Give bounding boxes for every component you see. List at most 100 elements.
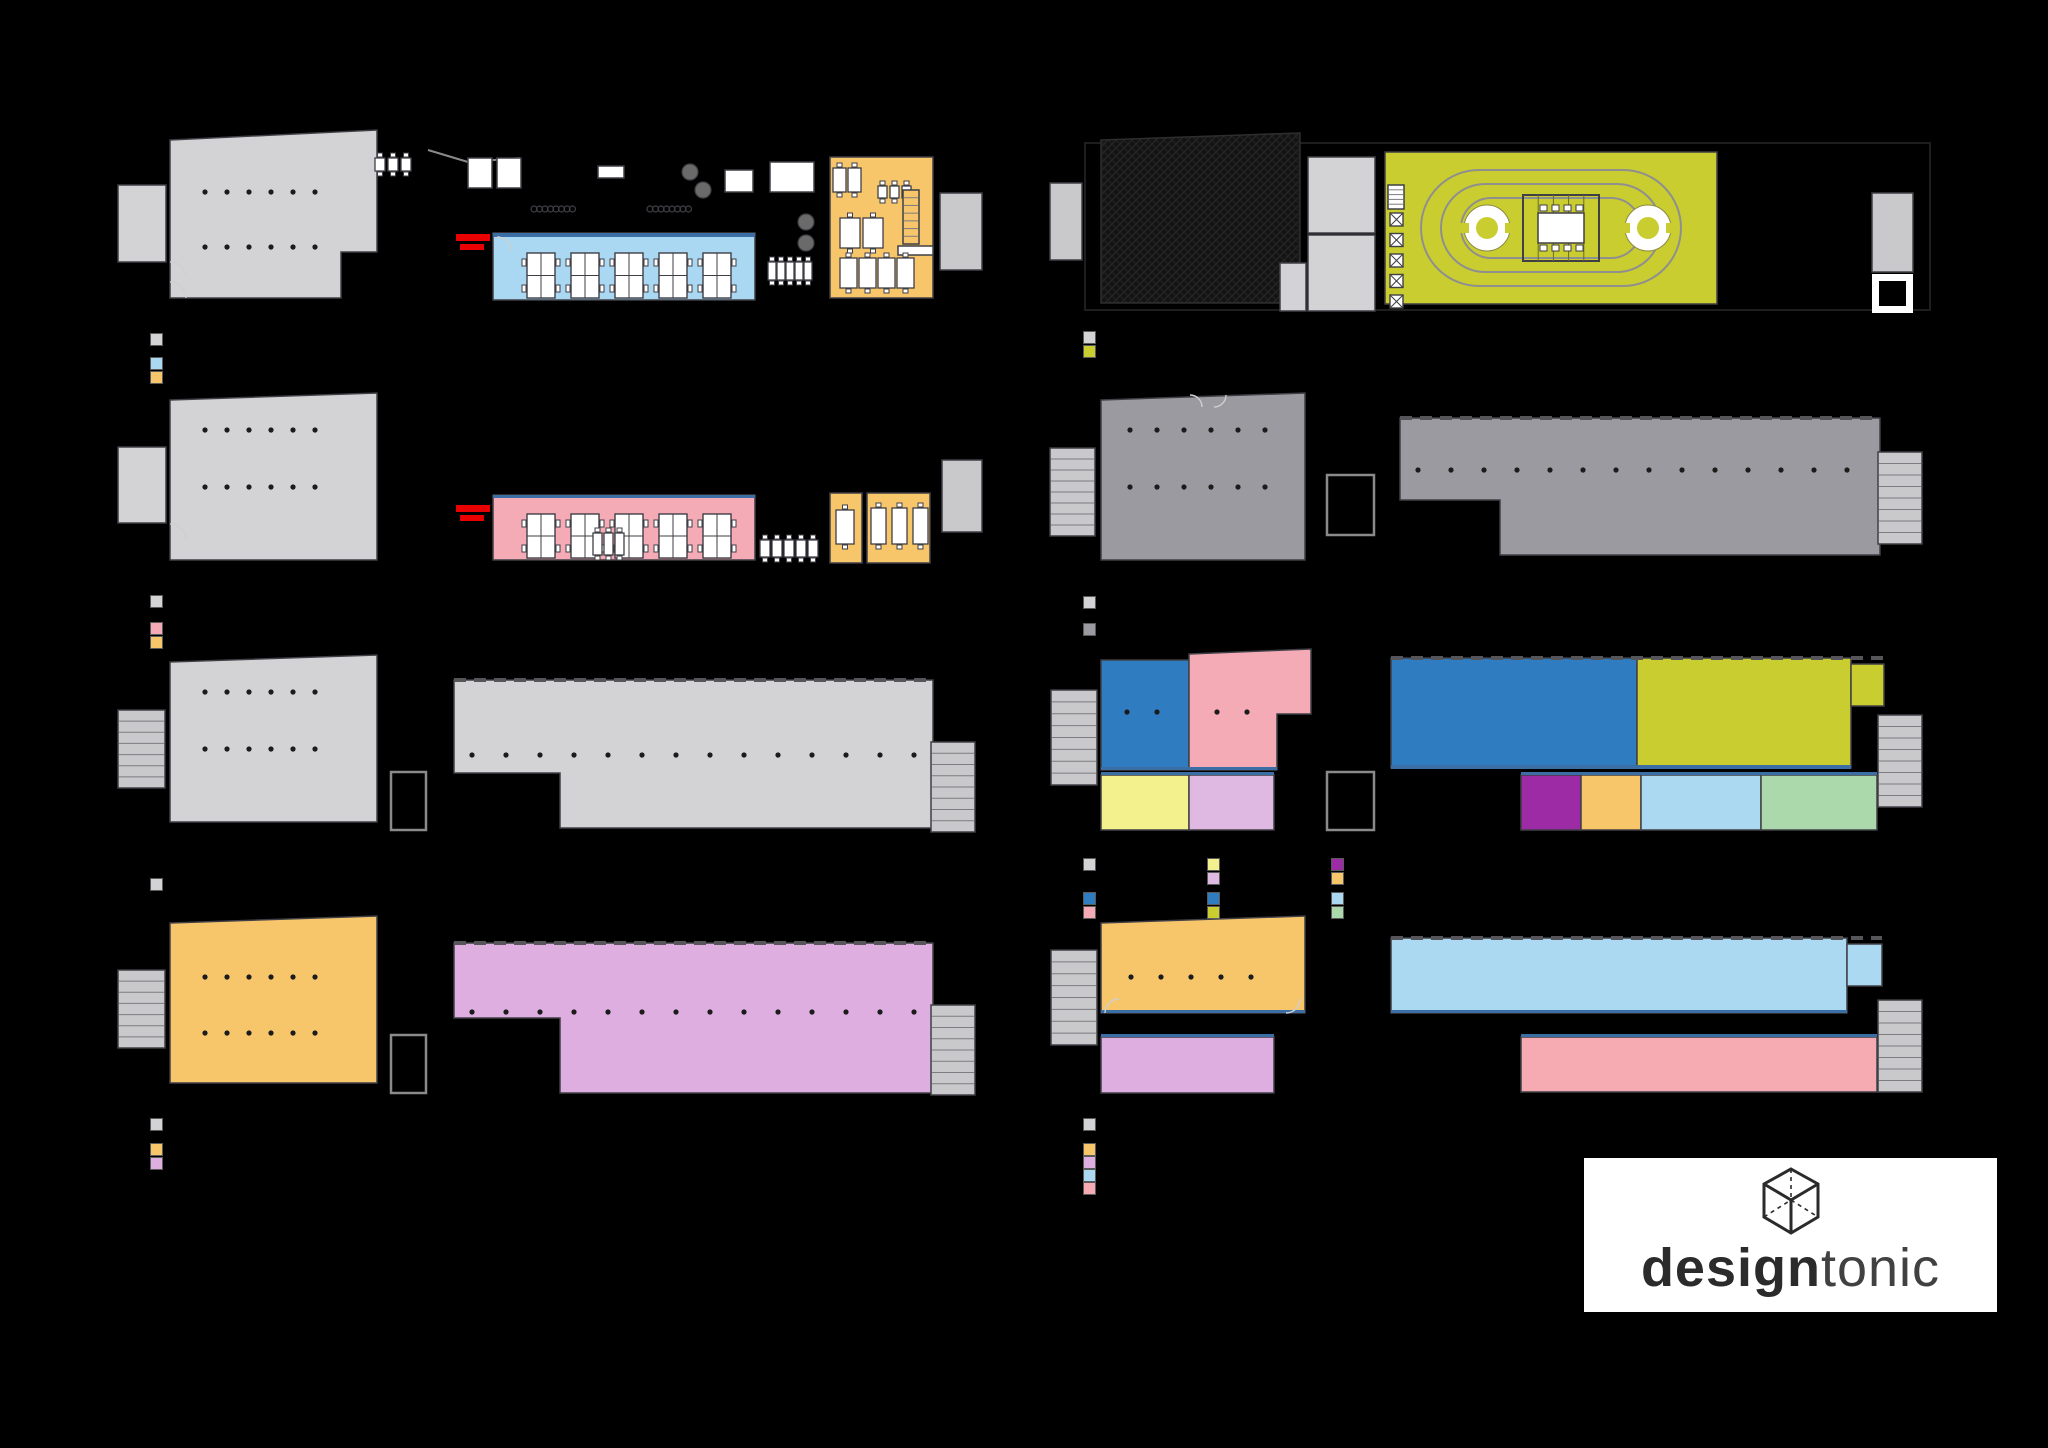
round-table bbox=[694, 181, 712, 199]
bench-row bbox=[794, 261, 804, 281]
column-dots bbox=[1547, 467, 1553, 473]
column-dots bbox=[202, 427, 208, 433]
column-dots bbox=[268, 484, 274, 490]
zone-top-band bbox=[1521, 772, 1877, 775]
desk-seat bbox=[521, 544, 527, 553]
chair bbox=[1563, 244, 1572, 252]
restroom-fixtures-chair bbox=[810, 534, 816, 540]
desk-seat bbox=[687, 519, 693, 528]
desk-seat bbox=[697, 258, 703, 267]
desk-seat bbox=[687, 258, 693, 267]
legend-swatch-floor3-left bbox=[150, 878, 163, 891]
lounge-chairs-chair bbox=[390, 152, 396, 158]
desk-seat bbox=[653, 284, 659, 293]
column-dots bbox=[312, 1030, 318, 1036]
column-dots bbox=[268, 689, 274, 695]
red-annotation bbox=[460, 515, 484, 521]
door-arc bbox=[496, 236, 512, 252]
column-dots bbox=[290, 1030, 296, 1036]
coat-hooks bbox=[568, 205, 577, 213]
column-dots bbox=[202, 689, 208, 695]
column-dots bbox=[1481, 467, 1487, 473]
door-arc bbox=[1104, 998, 1120, 1014]
chair bbox=[1575, 204, 1584, 212]
cafe-tables-chair bbox=[845, 252, 852, 258]
desk-seat bbox=[643, 519, 649, 528]
office-building bbox=[169, 654, 378, 823]
equipment-boxes bbox=[1389, 274, 1404, 288]
desk-seat bbox=[697, 544, 703, 553]
column-dots bbox=[1154, 427, 1160, 433]
shaft-outline bbox=[1325, 473, 1376, 537]
column-dots bbox=[1448, 467, 1454, 473]
legend-swatch-floor4-left bbox=[150, 1157, 163, 1170]
column-dots bbox=[290, 484, 296, 490]
restroom-fixtures-chair bbox=[616, 527, 623, 533]
desk-seat bbox=[731, 258, 737, 267]
restroom-fixtures-chair bbox=[774, 534, 780, 540]
desk-seat bbox=[565, 258, 571, 267]
column-dots bbox=[571, 1009, 577, 1015]
bench-row-chair bbox=[769, 256, 775, 262]
legend-swatch-floor1-left bbox=[150, 333, 163, 346]
lounge-chairs-chair bbox=[403, 152, 409, 158]
restroom-fixtures-chair bbox=[774, 557, 780, 563]
office-building bbox=[169, 392, 378, 561]
logo-wordmark: designtonic bbox=[1641, 1241, 1940, 1295]
column-dots bbox=[290, 689, 296, 695]
legend-swatch-floor2-left bbox=[150, 636, 163, 649]
equipment-boxes bbox=[1389, 212, 1404, 227]
column-dots bbox=[503, 752, 509, 758]
column-dots bbox=[1154, 484, 1160, 490]
zone-top-band bbox=[1521, 1034, 1877, 1037]
legend-swatch-floor3-right-col1 bbox=[1083, 858, 1096, 871]
conference-table bbox=[769, 161, 815, 193]
desk-seat bbox=[687, 544, 693, 553]
desk-seat bbox=[599, 284, 605, 293]
restroom-fixtures-chair bbox=[810, 557, 816, 563]
desk-seat bbox=[599, 258, 605, 267]
column-dots bbox=[1778, 467, 1784, 473]
red-annotation bbox=[456, 505, 490, 512]
column-dots bbox=[469, 752, 475, 758]
column-dots bbox=[1208, 427, 1214, 433]
legend-swatch-floor2-right bbox=[1083, 596, 1096, 609]
column-dots bbox=[469, 1009, 475, 1015]
column-dots bbox=[877, 752, 883, 758]
desk-seat bbox=[653, 258, 659, 267]
column-dots bbox=[537, 1009, 543, 1015]
zone-top-band bbox=[1101, 1034, 1274, 1037]
column-dots bbox=[1124, 709, 1130, 715]
bench-row bbox=[767, 261, 777, 281]
desk-seat bbox=[555, 544, 561, 553]
cafe-tables bbox=[896, 257, 915, 289]
legend-swatch-floor2-left bbox=[150, 595, 163, 608]
column-dots bbox=[224, 746, 230, 752]
desk-seat bbox=[653, 544, 659, 553]
legend-swatch-floor3-right-col2 bbox=[1207, 858, 1220, 871]
desk-seat bbox=[731, 519, 737, 528]
column-dots bbox=[1235, 427, 1241, 433]
legend-swatch-floor3-right-col2 bbox=[1207, 892, 1220, 905]
desk-seat bbox=[555, 284, 561, 293]
legend-swatch-floor2-right bbox=[1083, 623, 1096, 636]
desk-seat bbox=[521, 519, 527, 528]
cafe-tables-chair bbox=[847, 248, 853, 254]
lounge-chairs-chair bbox=[891, 180, 898, 186]
legend-swatch-floor3-right-col2 bbox=[1207, 906, 1220, 919]
elevator-shaft-inner bbox=[1879, 281, 1906, 306]
office-building bbox=[1100, 392, 1306, 561]
column-dots bbox=[843, 1009, 849, 1015]
column-dots bbox=[503, 1009, 509, 1015]
lounge-chairs-chair bbox=[390, 171, 396, 177]
chair bbox=[1551, 244, 1560, 252]
column-dots bbox=[312, 189, 318, 195]
round-table bbox=[797, 234, 815, 252]
meeting-table-chair bbox=[917, 544, 924, 550]
restroom-fixtures bbox=[614, 532, 625, 556]
dept-zone-pink bbox=[1520, 1036, 1878, 1093]
meeting-table-chair bbox=[896, 544, 903, 550]
column-dots bbox=[246, 1030, 252, 1036]
panel-outline bbox=[1084, 142, 1931, 311]
legend-swatch-floor3-right-col3 bbox=[1331, 892, 1344, 905]
